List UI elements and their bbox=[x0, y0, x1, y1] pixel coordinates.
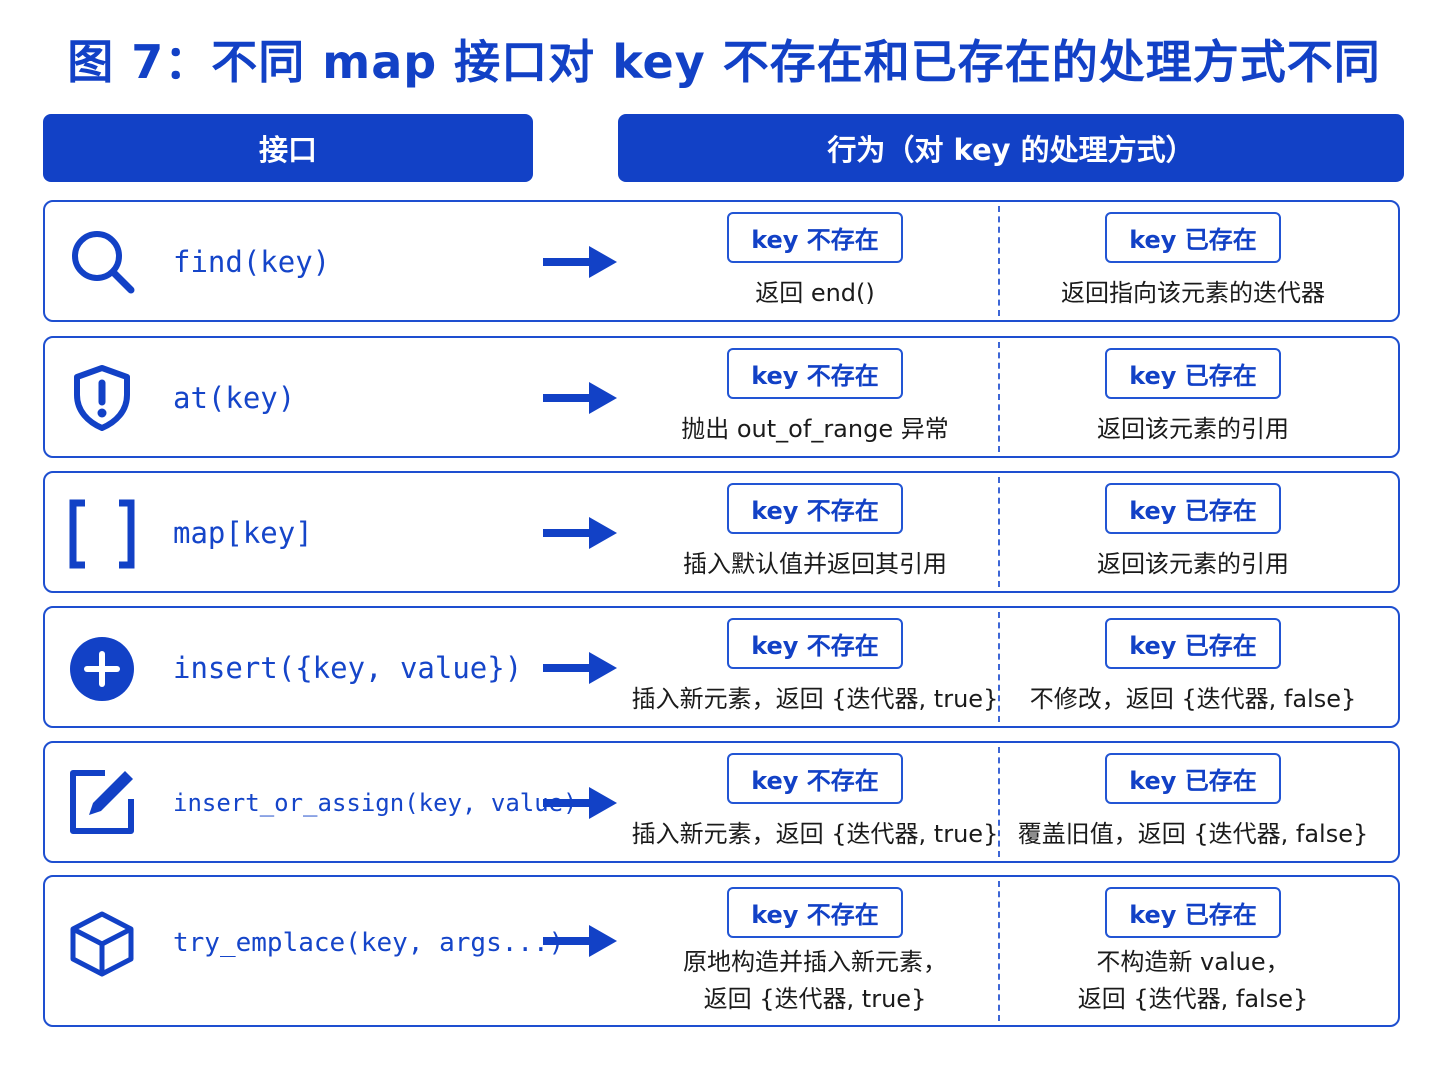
interface-column-header: 接口 bbox=[43, 114, 533, 182]
interface-name: at(key) bbox=[173, 381, 296, 415]
interface-name: insert({key, value}) bbox=[173, 651, 523, 685]
column-divider bbox=[998, 881, 1000, 1021]
key-exists-behavior: 不修改，返回 {迭代器, false} bbox=[1029, 685, 1357, 713]
key-missing-behavior: 原地构造并插入新元素， 返回 {迭代器, true} bbox=[683, 944, 947, 1018]
brackets-icon bbox=[67, 499, 137, 569]
key-exists-behavior: 返回该元素的引用 bbox=[1097, 415, 1289, 443]
table-row-try-emplace: try_emplace(key, args...) key 不存在 原地构造并插… bbox=[43, 875, 1400, 1027]
key-missing-badge: key 不存在 bbox=[727, 753, 903, 804]
behavior-column-header: 行为（对 key 的处理方式） bbox=[618, 114, 1404, 182]
key-missing-badge: key 不存在 bbox=[727, 887, 903, 938]
search-icon bbox=[67, 226, 137, 296]
key-missing-badge: key 不存在 bbox=[727, 348, 903, 399]
table-row-insert-or-assign: insert_or_assign(key, value) key 不存在 插入新… bbox=[43, 741, 1400, 863]
interface-name: insert_or_assign(key, value) bbox=[173, 789, 578, 817]
key-exists-badge: key 已存在 bbox=[1105, 753, 1281, 804]
key-missing-badge: key 不存在 bbox=[727, 483, 903, 534]
edit-icon bbox=[67, 767, 137, 837]
table-row-find: find(key) key 不存在 返回 end() key 已存在 返回指向该… bbox=[43, 200, 1400, 322]
arrow-right-icon bbox=[543, 242, 617, 282]
cube-icon bbox=[67, 909, 137, 979]
column-divider bbox=[998, 747, 1000, 857]
arrow-right-icon bbox=[543, 378, 617, 418]
page-title: 图 7：不同 map 接口对 key 不存在和已存在的处理方式不同 bbox=[67, 35, 1381, 89]
key-missing-behavior-line-2: 返回 {迭代器, true} bbox=[703, 985, 927, 1013]
key-exists-badge: key 已存在 bbox=[1105, 483, 1281, 534]
key-exists-behavior: 不构造新 value， 返回 {迭代器, false} bbox=[1078, 944, 1309, 1018]
interface-name: find(key) bbox=[173, 245, 331, 279]
column-divider bbox=[998, 342, 1000, 452]
arrow-right-icon bbox=[543, 921, 617, 961]
key-missing-behavior: 抛出 out_of_range 异常 bbox=[681, 415, 949, 443]
shield-alert-icon bbox=[67, 362, 137, 432]
key-exists-badge: key 已存在 bbox=[1105, 887, 1281, 938]
key-exists-behavior: 返回该元素的引用 bbox=[1097, 550, 1289, 578]
key-missing-behavior-line-1: 原地构造并插入新元素， bbox=[683, 948, 947, 976]
key-exists-behavior: 覆盖旧值，返回 {迭代器, false} bbox=[1017, 820, 1369, 848]
key-missing-badge: key 不存在 bbox=[727, 212, 903, 263]
key-exists-behavior-line-2: 返回 {迭代器, false} bbox=[1077, 985, 1309, 1013]
key-exists-behavior-line-1: 不构造新 value， bbox=[1096, 948, 1290, 976]
arrow-right-icon bbox=[543, 783, 617, 823]
arrow-right-icon bbox=[543, 513, 617, 553]
table-row-at: at(key) key 不存在 抛出 out_of_range 异常 key 已… bbox=[43, 336, 1400, 458]
key-missing-badge: key 不存在 bbox=[727, 618, 903, 669]
interface-name: map[key] bbox=[173, 516, 313, 550]
key-exists-badge: key 已存在 bbox=[1105, 348, 1281, 399]
key-missing-behavior: 插入默认值并返回其引用 bbox=[683, 550, 947, 578]
column-divider bbox=[998, 612, 1000, 722]
column-divider bbox=[998, 206, 1000, 316]
key-exists-badge: key 已存在 bbox=[1105, 618, 1281, 669]
column-divider bbox=[998, 477, 1000, 587]
arrow-right-icon bbox=[543, 648, 617, 688]
interface-name: try_emplace(key, args...) bbox=[173, 928, 565, 958]
key-missing-behavior: 插入新元素，返回 {迭代器, true} bbox=[631, 820, 999, 848]
table-row-subscript: map[key] key 不存在 插入默认值并返回其引用 key 已存在 返回该… bbox=[43, 471, 1400, 593]
table-row-insert: insert({key, value}) key 不存在 插入新元素，返回 {迭… bbox=[43, 606, 1400, 728]
plus-circle-icon bbox=[67, 634, 137, 704]
key-missing-behavior: 插入新元素，返回 {迭代器, true} bbox=[631, 685, 999, 713]
key-missing-behavior: 返回 end() bbox=[755, 279, 875, 307]
key-exists-badge: key 已存在 bbox=[1105, 212, 1281, 263]
key-exists-behavior: 返回指向该元素的迭代器 bbox=[1061, 279, 1325, 307]
